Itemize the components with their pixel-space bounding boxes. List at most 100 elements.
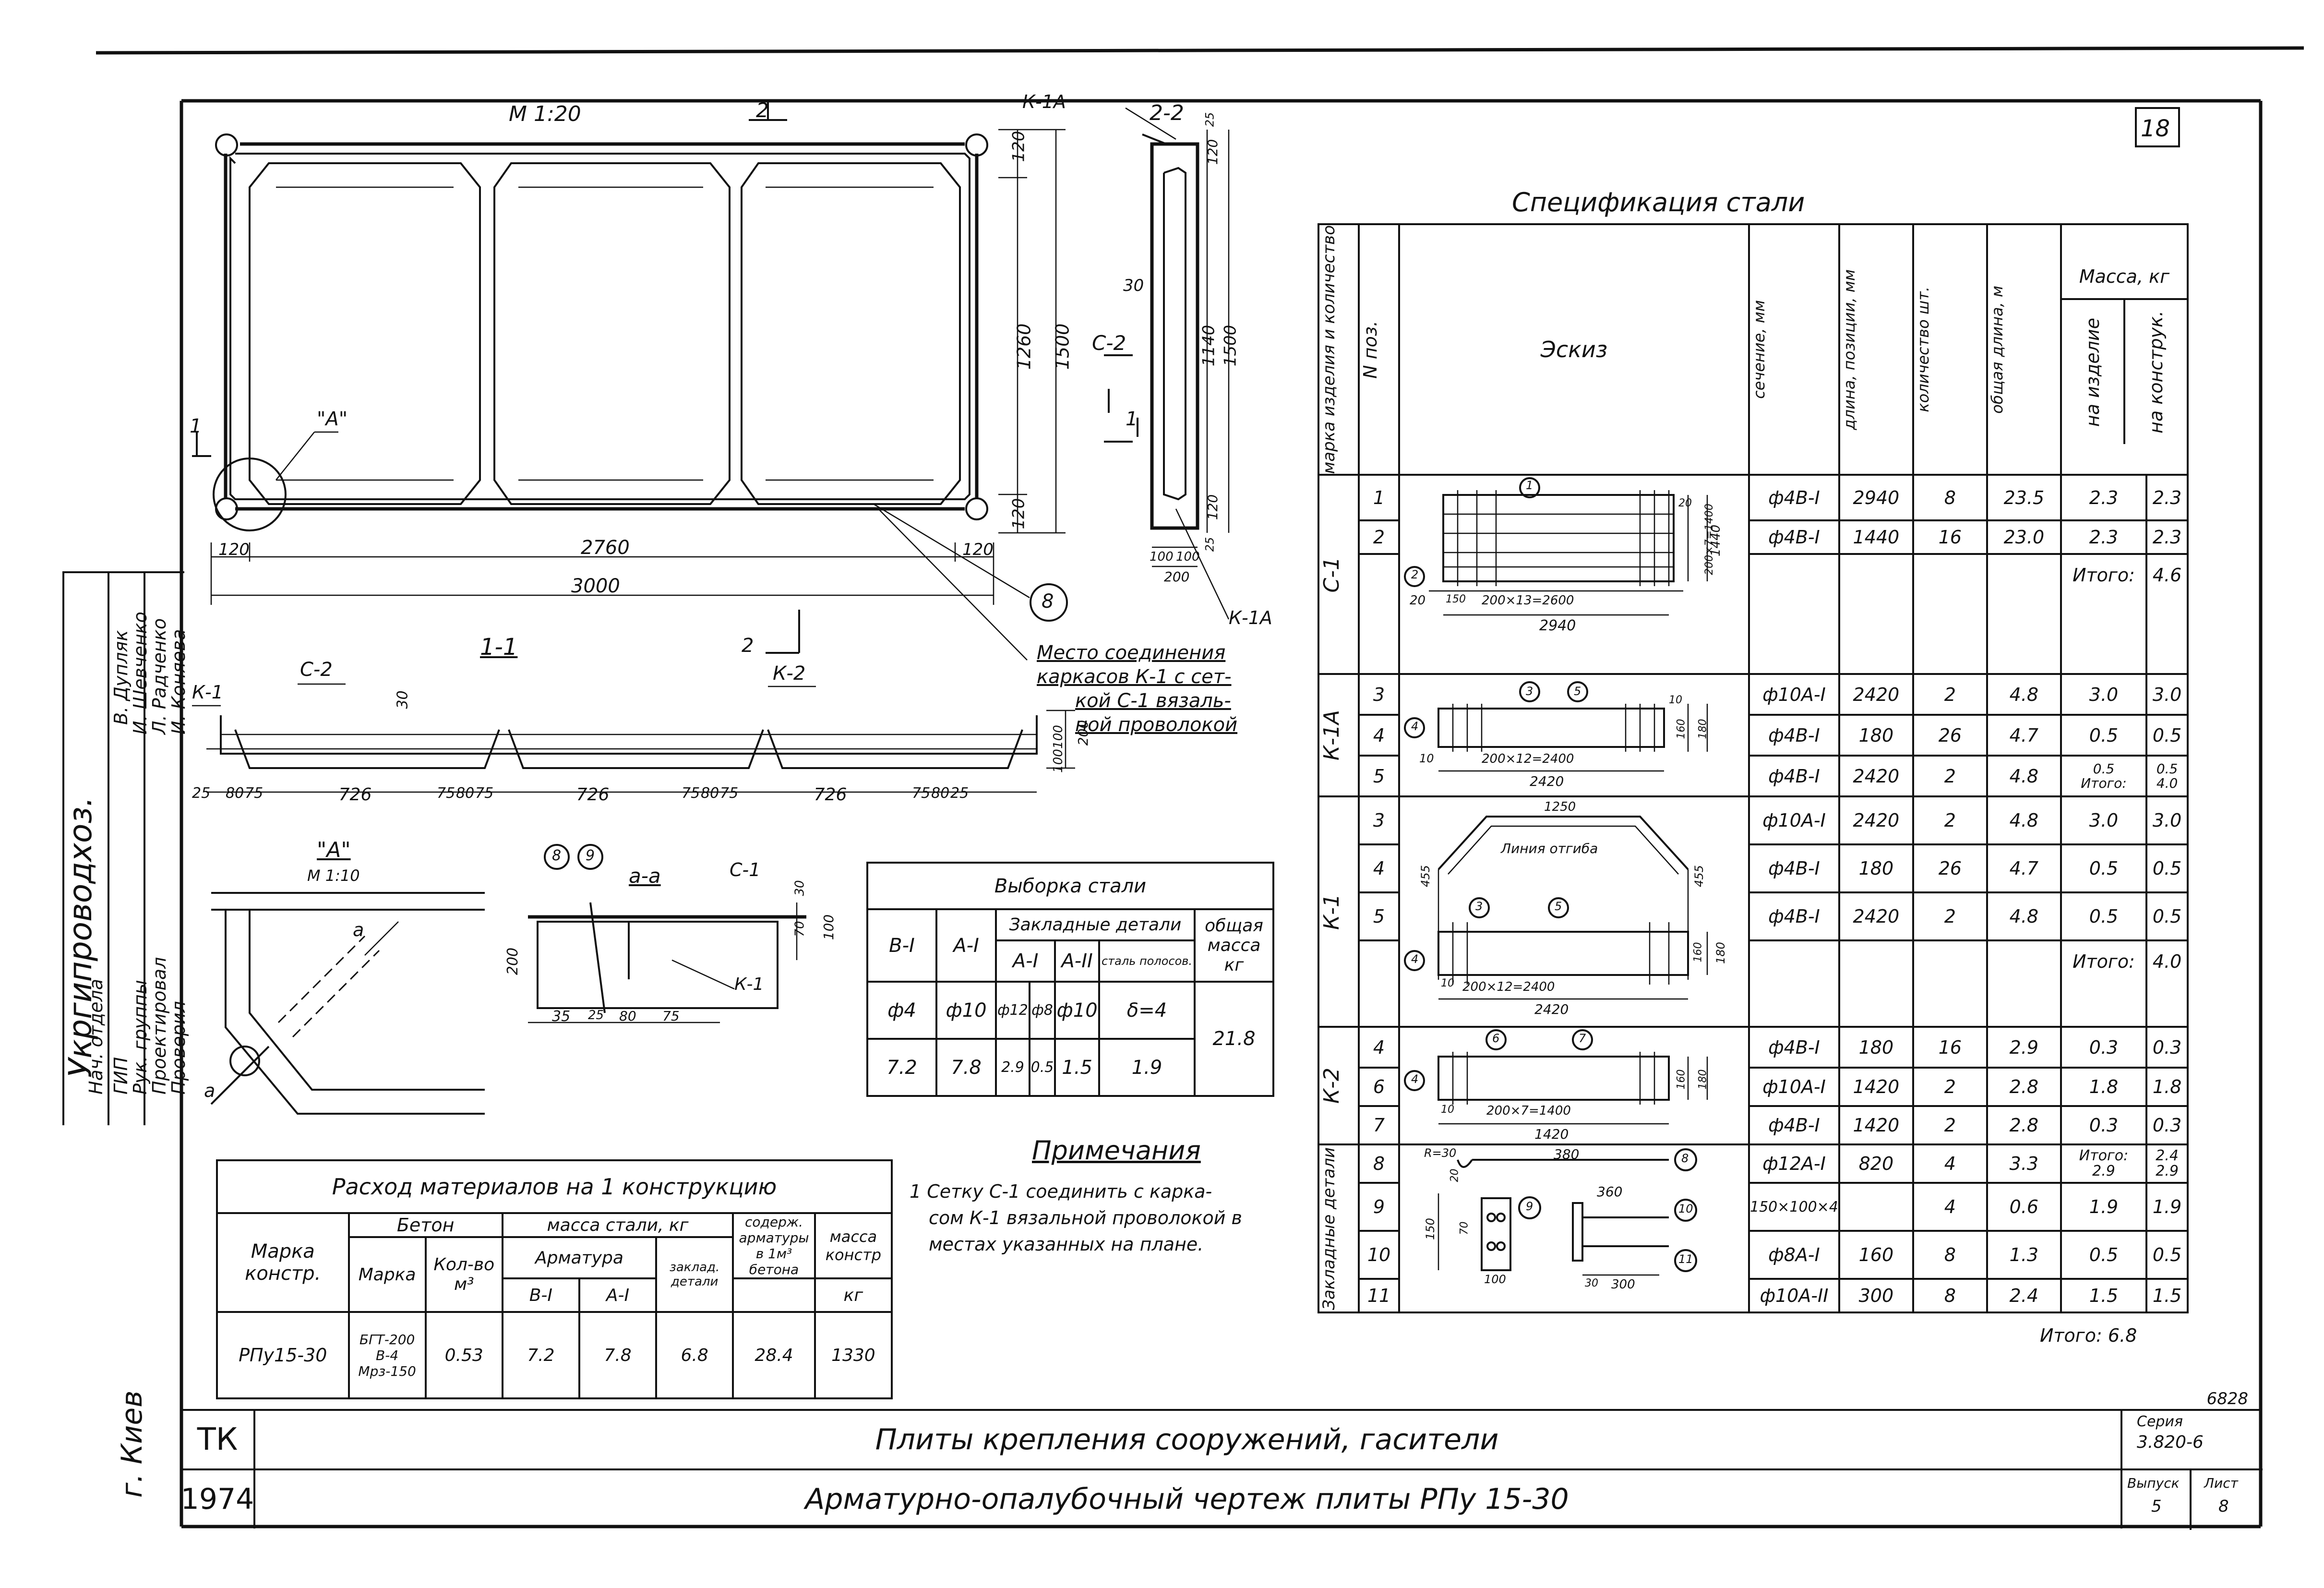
m1: 0.5 [2060, 1230, 2148, 1280]
sketch-dim: 10 [1441, 1104, 1454, 1116]
pos: 7 [1358, 1105, 1400, 1146]
dim-100-a: 100 [1150, 550, 1174, 564]
qty: 16 [1912, 519, 1988, 555]
col-ai-2: А-I [994, 939, 1056, 983]
stamp-role-checker: Проверил [168, 1001, 189, 1095]
h-concrete: Бетон [347, 1212, 503, 1238]
col-total-mass: общая масса кг [1194, 908, 1274, 983]
tot: 4.7 [1986, 714, 2062, 757]
dia-cell: ф10 [1054, 981, 1101, 1040]
m1: 2.3 [2060, 474, 2148, 522]
span-dim: 80 [701, 785, 719, 802]
row-cmark: БГТ-200 В-4 Мрз-150 [347, 1311, 427, 1399]
sketch-callout: 6 [1492, 1032, 1500, 1046]
len: 300 [1838, 1278, 1914, 1314]
qty: 4 [1912, 1182, 1988, 1232]
total-label: Итого: [2081, 775, 2127, 791]
len: 160 [1838, 1230, 1914, 1280]
detail-a-cut-a2: а [204, 1080, 216, 1101]
spec-h-sketch: Эскиз [1398, 223, 1750, 476]
sketch-callout: 3 [1526, 685, 1533, 698]
span-dim: 75 [437, 785, 455, 802]
k1a-bottom-label: К-1А [1229, 607, 1272, 628]
m2: 0.5 [2145, 1230, 2189, 1280]
m1: 0.3 [2060, 1026, 2148, 1069]
spec-h-per-item: на изделие [2062, 300, 2125, 445]
sketch-bend-label: Линия отгиба [1501, 841, 1598, 857]
sketch-dim: 380 [1554, 1146, 1580, 1163]
sketch-callout: 1 [1526, 479, 1533, 493]
detail-a [210, 892, 485, 1115]
title-divider [2190, 1470, 2192, 1530]
sketch-dim: 2940 [1539, 617, 1576, 635]
span-dim: 75 [475, 785, 494, 802]
row-bi: 7.2 [501, 1311, 580, 1399]
title-sheet: 8 [2218, 1497, 2229, 1516]
m1: 1.9 [2060, 1182, 2148, 1232]
qty: 2 [1912, 755, 1988, 798]
title-issue-label: Выпуск [2127, 1475, 2180, 1491]
dim-25-b: 25 [1203, 537, 1217, 552]
m1-with-total: Итого:2.9 [2060, 1143, 2148, 1184]
dim-30: 30 [1123, 276, 1144, 295]
total-label: Итого: [2079, 1147, 2129, 1165]
sketch-dim: 455 [1418, 865, 1432, 888]
materials-table: Расход материалов на 1 конструкцию Марка… [216, 1159, 893, 1399]
title-line-1: Плиты крепления сооружений, гасители [253, 1411, 2120, 1470]
sketch-callout: 4 [1411, 1072, 1419, 1086]
mass-cell: 0.5 [1028, 1038, 1056, 1097]
sketch-dim: 200×7=1400 [1486, 1104, 1571, 1119]
tot [1986, 553, 2062, 675]
connection-note: Место соединения каркасов К-1 с сет- кой… [1037, 641, 1237, 737]
connection-note-line: Место соединения [1037, 642, 1226, 664]
m1: 1.8 [2060, 1067, 2148, 1107]
spec-table: марка изделия и количество N поз. Эскиз … [1318, 223, 2189, 1314]
sketch-dim: 160 [1675, 719, 1688, 739]
materials-title: Расход материалов на 1 конструкцию [216, 1159, 893, 1214]
section-1-1-dims: 25 80 75 726 75 80 75 726 75 80 75 726 7… [192, 785, 1046, 805]
spec-h-length-text: длина, позиции, мм [1840, 269, 1858, 430]
qty: 8 [1912, 474, 1988, 522]
plan-view [192, 101, 1068, 622]
sec: ф4В-I [1748, 755, 1840, 798]
m2: 2.9 [2156, 1163, 2179, 1180]
row-content: 28.4 [732, 1311, 816, 1399]
sketch-dim: 300 [1611, 1277, 1635, 1292]
sketch-dim: R=30 [1424, 1146, 1457, 1160]
sketch-k1a-drawing [1404, 681, 1708, 772]
sketch-dim: 20 [1410, 593, 1426, 608]
tot: 23.0 [1986, 519, 2062, 555]
m1: 1.5 [2060, 1278, 2148, 1314]
section-1-1 [192, 610, 1075, 793]
pos: 3 [1358, 673, 1400, 716]
sketch-dim: 1420 [1534, 1126, 1569, 1143]
len [1838, 553, 1914, 675]
title-line-2: Арматурно-опалубочный чертеж плиты РПу 1… [805, 1482, 1569, 1516]
row-emb: 6.8 [655, 1311, 734, 1399]
callout-a: "А" [317, 408, 348, 430]
len: 1420 [1838, 1105, 1914, 1146]
k1-label: К-1 [192, 682, 223, 703]
section-1-1-title: 1-1 [480, 634, 518, 661]
sketch-callout: 4 [1411, 952, 1419, 966]
dim-2760: 2760 [581, 537, 630, 559]
h-qty: Кол-во м³ [424, 1236, 503, 1313]
c2-label-b: С-2 [300, 659, 333, 681]
steel-sample-title: Выборка стали [866, 861, 1274, 911]
sec: ф4В-I [1748, 843, 1840, 894]
m2: 0.3 [2145, 1105, 2189, 1146]
tot: 4.8 [1986, 795, 2062, 846]
sec [1748, 939, 1840, 1028]
dim-bottom-120: 120 [1009, 498, 1029, 529]
spec-h-section-text: сечение, мм [1750, 300, 1768, 399]
len: 1420 [1838, 1067, 1914, 1107]
dia-cell: δ=4 [1098, 981, 1196, 1040]
stamp-city: г. Киев [115, 1390, 149, 1498]
dim-75: 75 [662, 1008, 680, 1024]
m2: 1.8 [2145, 1067, 2189, 1107]
sketch-callout: 9 [1526, 1200, 1533, 1214]
m2: 1.5 [2145, 1278, 2189, 1314]
sketch-dim: 20 [1449, 1168, 1461, 1182]
title-sheet-label: Лист [2204, 1475, 2238, 1491]
spec-h-total: общая длина, м [1986, 223, 2062, 476]
